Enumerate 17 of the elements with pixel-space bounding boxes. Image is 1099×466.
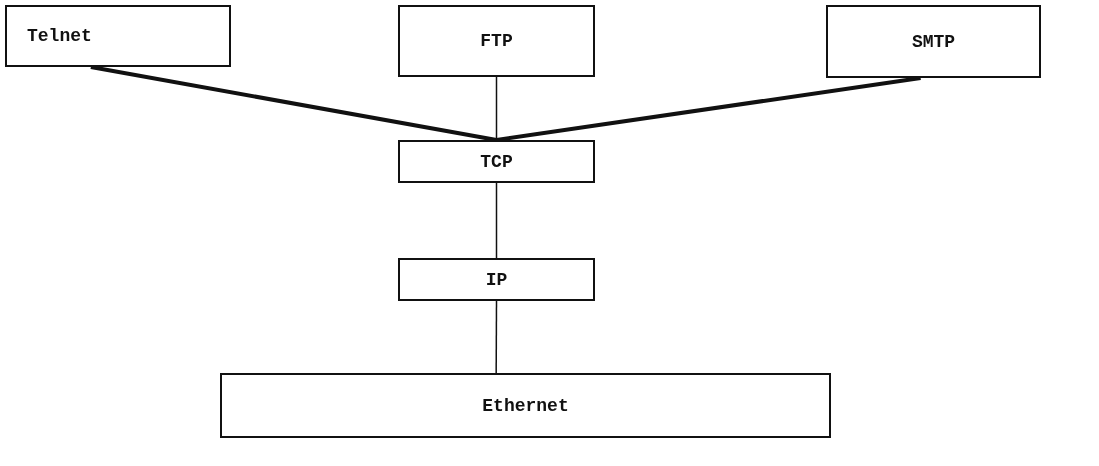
protocol-label: Telnet: [27, 26, 92, 46]
protocol-box: [5, 5, 231, 67]
thick-connector-line: [90, 65, 497, 142]
protocol-label: FTP: [480, 31, 513, 51]
protocol-label: IP: [485, 269, 508, 290]
thick-connector-line: [496, 76, 921, 142]
protocol-box: [398, 140, 595, 183]
connector-line: [495, 300, 498, 374]
connector-line: [495, 182, 498, 259]
protocol-box: [398, 258, 595, 301]
protocol-label: TCP: [480, 151, 513, 172]
protocol-label: Ethernet: [482, 395, 569, 416]
protocol-box: [826, 5, 1041, 78]
protocol-box: [398, 5, 595, 77]
protocol-label: SMTP: [911, 31, 956, 52]
protocol-box: [220, 373, 831, 438]
connector-line: [495, 76, 498, 141]
